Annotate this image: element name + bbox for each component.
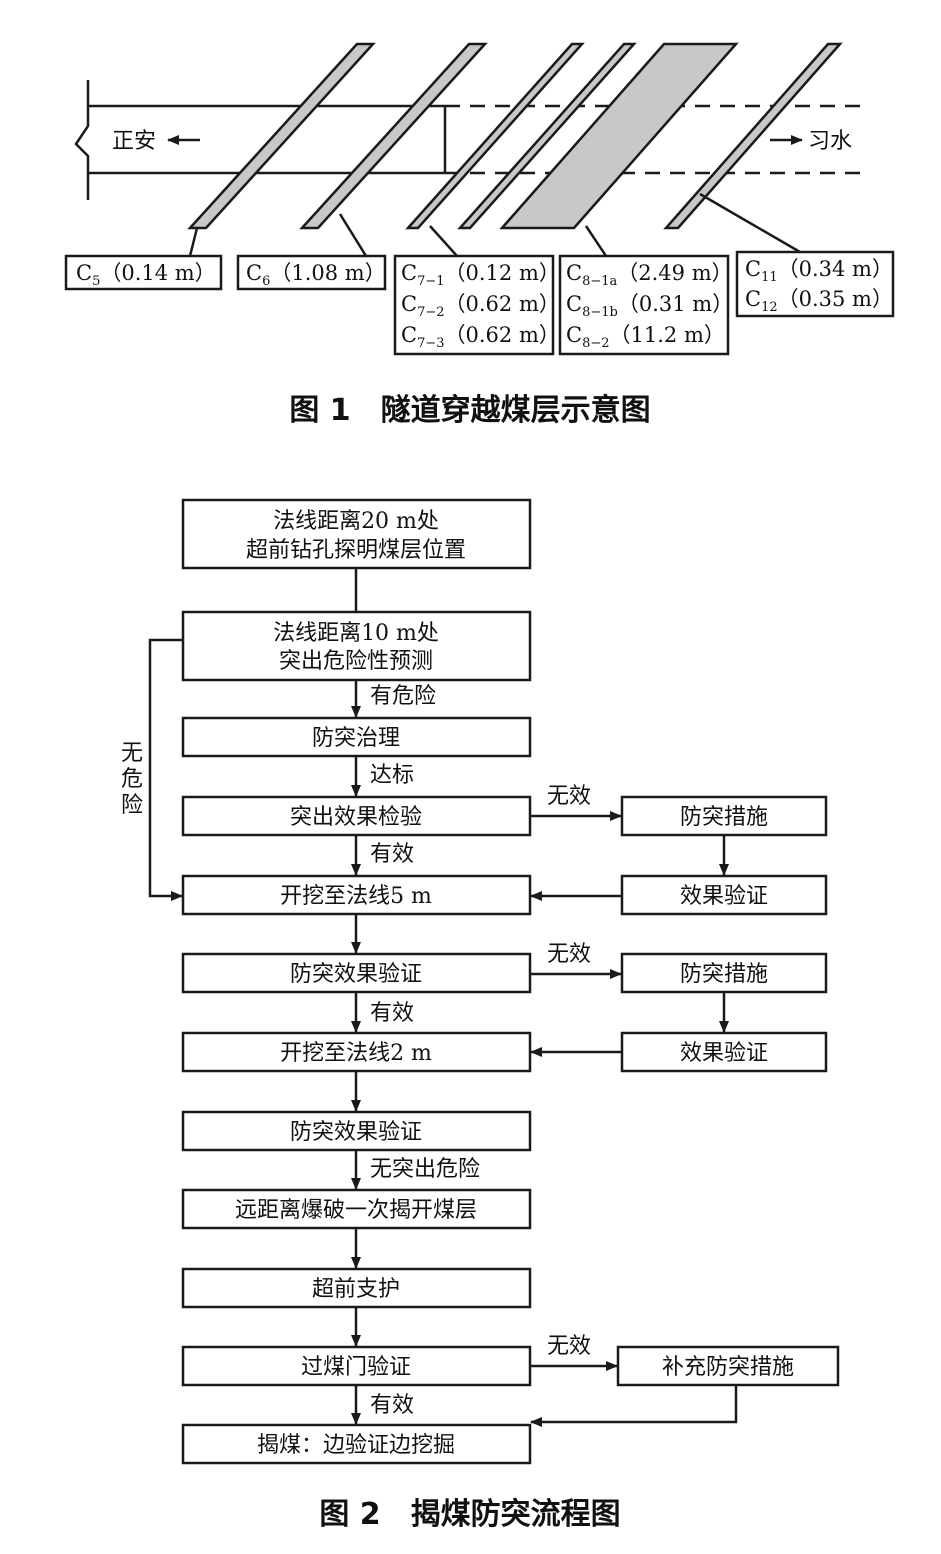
seam-c6	[299, 42, 488, 230]
leader-c6	[338, 213, 368, 257]
seam-c8	[499, 42, 739, 230]
side-4-text: 效果验证	[680, 1041, 768, 1066]
side-4-box	[620, 1031, 828, 1073]
label-effective-2: 有效	[370, 1001, 414, 1026]
step-8-box	[181, 1110, 532, 1152]
step-1-box	[181, 498, 532, 570]
tunnel-solid-outline	[88, 104, 447, 175]
step-7-text: 开挖至法线2 m	[280, 1041, 432, 1066]
figure-2-caption: 图 2 揭煤防突流程图	[319, 1497, 620, 1532]
step-1-line1: 法线距离20 m处	[273, 509, 439, 534]
label-reach-standard: 达标	[370, 763, 414, 788]
step-11-text: 过煤门验证	[301, 1355, 411, 1380]
figure-2-flowchart: 法线距离20 m处 超前钻孔探明煤层位置 法线距离10 m处 突出危险性预测 防…	[121, 498, 840, 1532]
side-5-text: 补充防突措施	[662, 1355, 794, 1380]
label-c11: C11（0.34 m）	[745, 257, 893, 285]
edge-r5-s12-arrow	[530, 1385, 738, 1427]
step-2-line2: 突出危险性预测	[279, 649, 433, 674]
label-no-outburst-danger: 无突出危险	[370, 1157, 480, 1182]
label-no-danger-char2: 危	[121, 767, 143, 792]
label-box-c6	[236, 254, 387, 291]
side-2-box	[620, 874, 828, 916]
edge-no-danger-bypass	[148, 638, 183, 901]
seam-c7b	[457, 42, 637, 230]
label-box-c7	[393, 254, 555, 356]
leader-c7	[429, 225, 458, 257]
label-box-c5	[64, 254, 223, 291]
label-c5: C5（0.14 m）	[76, 261, 216, 289]
step-9-text: 远距离爆破一次揭开煤层	[235, 1198, 477, 1223]
leader-c11	[699, 192, 801, 254]
label-effective-1: 有效	[370, 842, 414, 867]
label-c7-3: C7−3（0.62 m）	[401, 323, 560, 351]
leader-c8	[584, 225, 608, 257]
step-7-box	[181, 1031, 532, 1073]
side-3-text: 防突措施	[680, 962, 768, 987]
label-no-danger-char3: 险	[121, 793, 143, 818]
label-c7-2: C7−2（0.62 m）	[401, 292, 560, 320]
step-5-box	[181, 874, 532, 916]
label-c6: C6（1.08 m）	[246, 261, 386, 289]
seam-c11	[663, 42, 843, 230]
label-c8-2: C8−2（11.2 m）	[566, 323, 725, 351]
leader-c5	[188, 227, 199, 257]
side-1-text: 防突措施	[680, 805, 768, 830]
label-c12: C12（0.35 m）	[745, 287, 893, 315]
step-6-text: 防突效果验证	[290, 962, 422, 987]
figure-1-tunnel-diagram: 正安 习水 C5（0.14 m） C6（1.08 m） C7−1（0.12 m）…	[64, 42, 895, 428]
step-12-text: 揭煤：边验证边挖掘	[257, 1433, 455, 1458]
step-10-text: 超前支护	[312, 1277, 400, 1302]
label-effective-3: 有效	[370, 1393, 414, 1418]
step-12-box	[181, 1423, 532, 1465]
label-box-c11	[735, 250, 895, 318]
label-c7-1: C7−1（0.12 m）	[401, 261, 560, 289]
step-2-line1: 法线距离10 m处	[273, 621, 439, 646]
tunnel-break-mark	[74, 80, 90, 200]
side-1-box	[620, 795, 828, 837]
label-no-danger-char1: 无	[121, 741, 143, 766]
step-4-text: 突出效果检验	[290, 805, 422, 830]
label-ineffective-3: 无效	[547, 1334, 591, 1359]
step-8-text: 防突效果验证	[290, 1120, 422, 1145]
direction-right-label: 习水	[808, 129, 852, 154]
seam-c7	[405, 42, 585, 230]
step-1-line2: 超前钻孔探明煤层位置	[246, 538, 466, 563]
side-5-box	[616, 1345, 840, 1387]
seam-c5	[187, 42, 376, 230]
label-ineffective-2: 无效	[547, 942, 591, 967]
step-9-box	[181, 1188, 532, 1230]
side-2-text: 效果验证	[680, 884, 768, 909]
label-has-danger: 有危险	[370, 684, 436, 709]
label-c8-1b: C8−1b（0.31 m）	[566, 292, 733, 320]
direction-left-label: 正安	[112, 129, 156, 154]
label-box-c8	[558, 254, 730, 356]
step-5-text: 开挖至法线5 m	[280, 884, 432, 909]
label-c8-1a: C8−1a（2.49 m）	[566, 261, 733, 289]
figure-1-caption: 图 1 隧道穿越煤层示意图	[289, 393, 650, 428]
label-ineffective-1: 无效	[547, 784, 591, 809]
step-3-text: 防突治理	[312, 726, 400, 751]
